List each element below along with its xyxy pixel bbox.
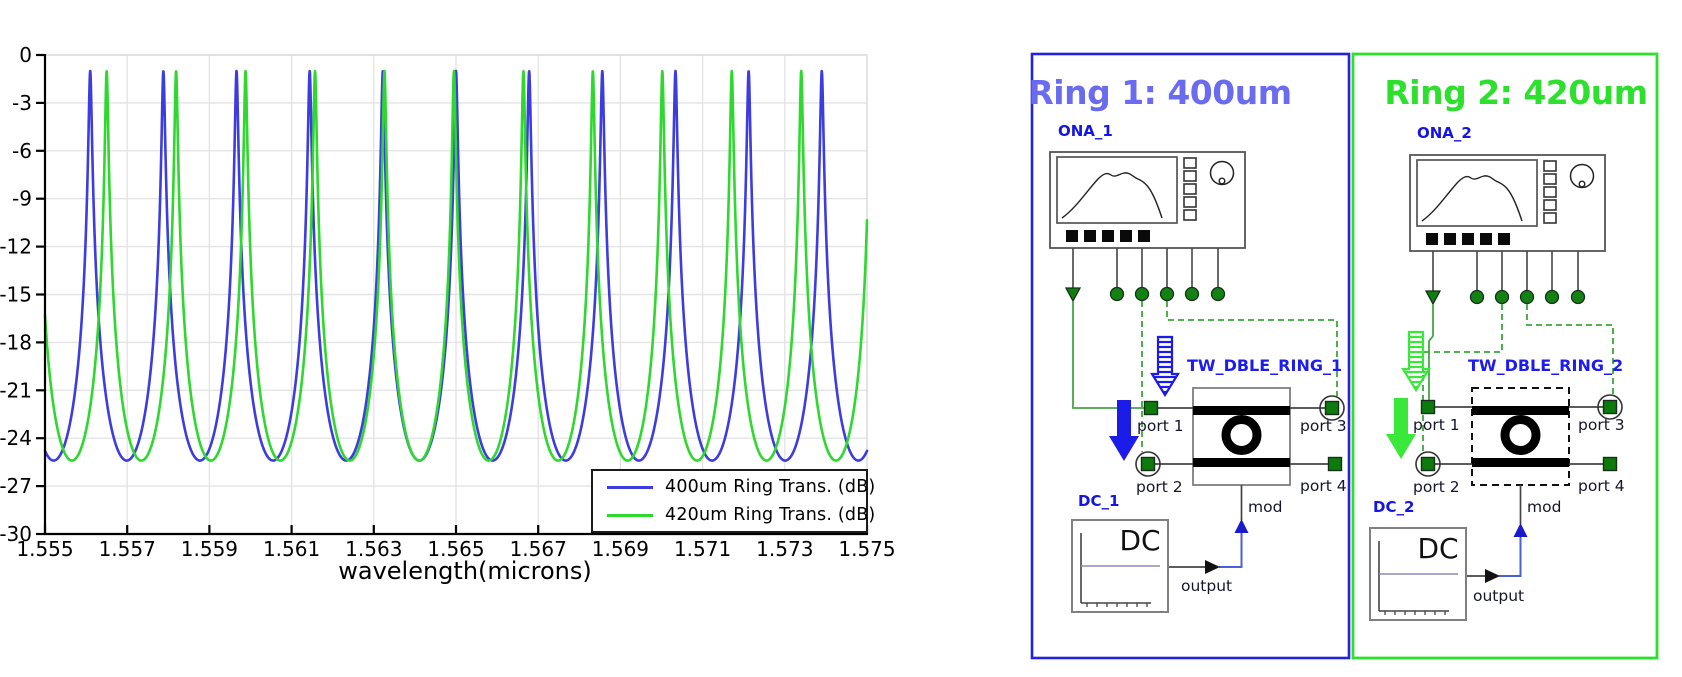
legend-line-sample-400um: [607, 485, 653, 489]
port2-label: port 2: [1413, 478, 1460, 496]
legend-line-sample-420um: [607, 513, 653, 517]
legend-label-400um: 400um Ring Trans. (dB): [665, 477, 876, 497]
x-tick-label: 1.557: [99, 537, 156, 561]
ona2-output-pin-icon: [1424, 290, 1442, 306]
dc-blue-wire: [1499, 537, 1522, 577]
ring2-body-selected: [1471, 387, 1570, 486]
x-tick-label: 1.561: [263, 537, 320, 561]
monitor-wire-dashed: [1422, 304, 1503, 452]
port1-pin: [1143, 400, 1159, 416]
port1-label: port 1: [1137, 417, 1184, 435]
port3-pin: [1602, 399, 1618, 415]
y-tick-label: -15: [0, 283, 32, 307]
port3-pin: [1324, 400, 1340, 416]
panel1-title: Ring 1: 400um: [1028, 73, 1291, 112]
schematic-diagram: Ring 1: 400um ONA_1: [1028, 52, 1659, 660]
y-tick-label: -21: [0, 378, 32, 402]
dc2-face-text: DC: [1417, 532, 1458, 565]
panel1-border: [1030, 52, 1351, 660]
ona1-instrument-icon: [1049, 151, 1246, 249]
x-tick-label: 1.569: [592, 537, 649, 561]
port2-highlight-circle: [1135, 451, 1161, 477]
port4-pin: [1602, 456, 1618, 472]
port3-highlight-circle: [1597, 394, 1623, 420]
port4-label: port 4: [1578, 477, 1625, 495]
output-label: output: [1473, 587, 1524, 605]
port2-highlight-circle: [1415, 451, 1441, 477]
port3-highlight-circle: [1319, 395, 1345, 421]
x-tick-label: 1.567: [510, 537, 567, 561]
legend-row: 420um Ring Trans. (dB): [593, 502, 875, 528]
dc-blue-wire: [1219, 533, 1243, 568]
port3-label: port 3: [1300, 417, 1347, 435]
y-tick-label: -9: [12, 187, 32, 211]
ring2-label: TW_DBLE_RING_2: [1468, 356, 1623, 375]
port2-pin: [1420, 456, 1436, 472]
monitor-wire-dashed: [1166, 301, 1338, 396]
ring1-body: [1192, 387, 1291, 486]
y-tick-label: -12: [0, 235, 32, 259]
port4-pin: [1327, 456, 1343, 472]
port2-label: port 2: [1136, 478, 1183, 496]
legend-row: 400um Ring Trans. (dB): [593, 474, 875, 500]
mod-arrowhead-icon: [1234, 519, 1249, 533]
solid-down-arrow: [1109, 400, 1139, 461]
port2-pin: [1140, 456, 1156, 472]
solid-down-arrow: [1386, 398, 1416, 459]
port1-label: port 1: [1413, 416, 1460, 434]
striped-down-arrow: [1150, 335, 1180, 398]
dc1-face-text: DC: [1119, 524, 1160, 557]
port1-pin: [1420, 399, 1436, 415]
chart-legend: 400um Ring Trans. (dB) 420um Ring Trans.…: [591, 469, 875, 533]
monitor-wire-dashed: [1526, 304, 1614, 396]
dc1-label: DC_1: [1078, 492, 1119, 510]
y-tick-label: 0: [19, 43, 32, 67]
ona1-label: ONA_1: [1058, 122, 1113, 140]
panel2-border: [1351, 52, 1659, 660]
ona1-input-pins: [1109, 286, 1226, 302]
y-tick-label: -6: [12, 139, 32, 163]
ona1-output-pin-icon: [1064, 287, 1082, 303]
series-curve-1: [43, 69, 869, 462]
legend-label-420um: 420um Ring Trans. (dB): [665, 505, 876, 525]
x-tick-label: 1.575: [838, 537, 895, 561]
x-axis-label: wavelength(microns): [338, 557, 592, 585]
panel-ring1: Ring 1: 400um ONA_1: [1028, 52, 1351, 660]
output-arrowhead-icon: [1485, 569, 1500, 583]
x-tick-label: 1.559: [181, 537, 238, 561]
ona2-input-pins: [1469, 289, 1586, 305]
y-tick-label: -30: [0, 522, 32, 546]
mod-arrowhead-icon: [1513, 523, 1528, 537]
mod-label: mod: [1527, 498, 1561, 516]
output-label: output: [1181, 577, 1232, 595]
panel2-title: Ring 2: 420um: [1384, 73, 1647, 112]
chart-canvas: 1.555 1.557 1.559 1.561 1.563 1.565 1.567 1.569…: [0, 43, 896, 585]
output-arrowhead-icon: [1205, 560, 1220, 574]
port3-label: port 3: [1578, 416, 1625, 434]
y-tick-label: -24: [0, 426, 32, 450]
optical-wire: [1072, 301, 1144, 409]
x-tick-label: 1.565: [427, 537, 484, 561]
dc2-label: DC_2: [1373, 498, 1414, 516]
ona2-pins: [1432, 251, 1579, 291]
x-tick-label: 1.571: [674, 537, 731, 561]
ona2-instrument-icon: [1409, 154, 1606, 252]
x-tick-label: 1.555: [16, 537, 73, 561]
x-tick-label: 1.563: [345, 537, 402, 561]
y-tick-label: -3: [12, 91, 32, 115]
ona1-pins: [1072, 248, 1219, 288]
transmission-chart: 1.555 1.557 1.559 1.561 1.563 1.565 1.567 1.569…: [0, 0, 905, 600]
mod-label: mod: [1248, 498, 1282, 516]
striped-down-arrow: [1401, 330, 1431, 393]
y-tick-label: -18: [0, 330, 32, 354]
series-curve-0: [43, 69, 869, 462]
ring1-label: TW_DBLE_RING_1: [1187, 356, 1342, 375]
port4-label: port 4: [1300, 477, 1347, 495]
ona2-label: ONA_2: [1417, 124, 1472, 142]
panel-ring2: Ring 2: 420um ONA_2 TW_DB: [1351, 52, 1659, 660]
x-tick-label: 1.573: [756, 537, 813, 561]
y-tick-label: -27: [0, 474, 32, 498]
